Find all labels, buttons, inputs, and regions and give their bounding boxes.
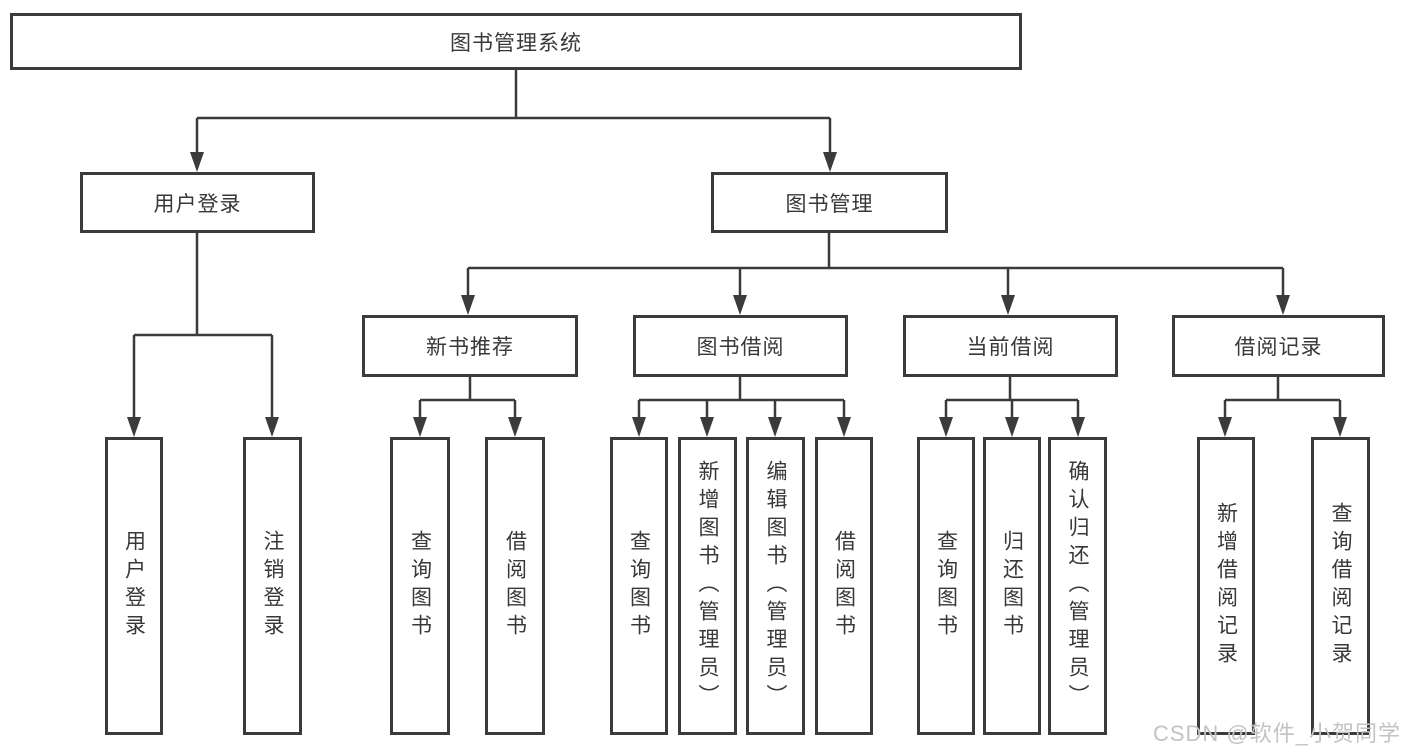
node-new-book-recommend: 新书推荐 xyxy=(362,315,578,377)
node-label: 查询借阅记录 xyxy=(1329,502,1352,670)
leaf-recommend-borrow-book: 借阅图书 xyxy=(485,437,545,735)
leaf-current-query-book: 查询图书 xyxy=(917,437,975,735)
node-label: 借阅图书 xyxy=(503,530,527,642)
node-label: 查询图书 xyxy=(934,530,958,642)
node-label: 新增借阅记录 xyxy=(1214,502,1238,670)
node-label: 用户登录 xyxy=(153,192,242,216)
node-label: 新书推荐 xyxy=(426,336,514,359)
node-user-login-module: 用户登录 xyxy=(80,172,315,233)
node-label: 查询图书 xyxy=(408,530,432,642)
node-book-borrow: 图书借阅 xyxy=(633,315,848,377)
node-label: 新增图书（管理员） xyxy=(696,460,719,712)
node-label: 用户登录 xyxy=(122,530,146,642)
leaf-records-query-record: 查询借阅记录 xyxy=(1311,437,1370,735)
node-label: 图书管理 xyxy=(785,192,874,216)
node-borrow-records: 借阅记录 xyxy=(1172,315,1385,377)
leaf-recommend-query-book: 查询图书 xyxy=(390,437,450,735)
node-label: 归还图书 xyxy=(1000,530,1024,642)
node-current-borrow: 当前借阅 xyxy=(903,315,1118,377)
node-label: 注销登录 xyxy=(261,530,284,642)
leaf-borrow-query-book: 查询图书 xyxy=(610,437,668,735)
node-book-management: 图书管理 xyxy=(711,172,948,233)
node-label: 编辑图书（管理员） xyxy=(764,460,787,712)
node-root: 图书管理系统 xyxy=(10,13,1022,70)
node-label: 图书借阅 xyxy=(696,336,785,359)
node-label: 图书管理系统 xyxy=(450,31,582,55)
node-label: 当前借阅 xyxy=(966,336,1055,359)
arrowheads xyxy=(127,152,1347,437)
leaf-records-add-record: 新增借阅记录 xyxy=(1197,437,1255,735)
csdn-watermark: CSDN @软件_小贺同学 xyxy=(1152,721,1401,746)
leaf-current-return-book: 归还图书 xyxy=(983,437,1041,735)
node-label: 借阅记录 xyxy=(1234,336,1323,359)
leaf-borrow-edit-book-admin: 编辑图书（管理员） xyxy=(746,437,805,735)
leaf-logout: 注销登录 xyxy=(243,437,302,735)
node-label: 借阅图书 xyxy=(832,530,856,642)
node-label: 查询图书 xyxy=(627,530,651,642)
leaf-borrow-add-book-admin: 新增图书（管理员） xyxy=(678,437,737,735)
node-label: 确认归还（管理员） xyxy=(1066,460,1089,712)
leaf-user-login: 用户登录 xyxy=(105,437,163,735)
leaf-borrow-borrow-book: 借阅图书 xyxy=(815,437,873,735)
leaf-current-confirm-return-admin: 确认归还（管理员） xyxy=(1048,437,1107,735)
